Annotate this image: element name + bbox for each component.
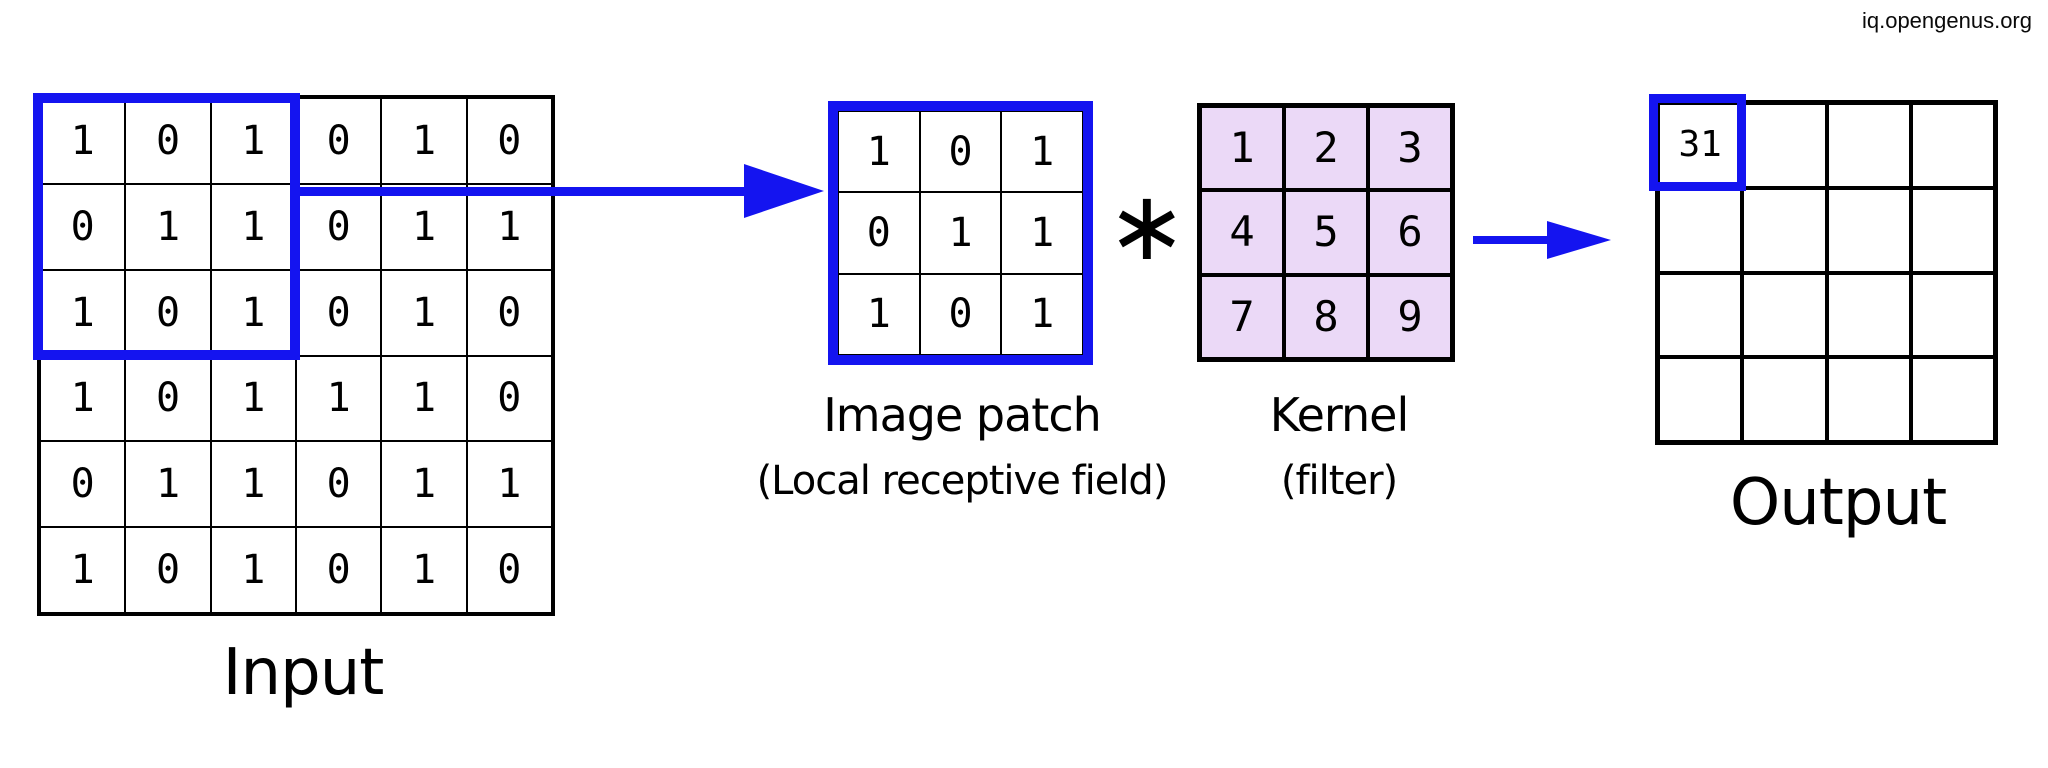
grid-cell xyxy=(1658,357,1743,442)
grid-cell: 0 xyxy=(296,269,382,356)
grid-cell: 1 xyxy=(210,98,296,184)
grid-cell xyxy=(1826,272,1911,358)
kernel-sublabel: (filter) xyxy=(1280,458,1398,504)
grid-cell: 7 xyxy=(1200,274,1284,359)
input-to-patch-arrow-head xyxy=(744,164,824,218)
input-to-patch-arrow-line xyxy=(296,187,744,196)
grid-cell: 0 xyxy=(125,269,211,356)
kernel-label: Kernel xyxy=(1269,388,1410,442)
kernel-to-output-arrow-head xyxy=(1547,221,1611,259)
grid-cell: 1 xyxy=(381,355,467,442)
grid-cell: 3 xyxy=(1368,106,1452,191)
grid-cell: 0 xyxy=(296,183,382,270)
grid-cell xyxy=(1658,187,1743,273)
watermark-text: iq.opengenus.org xyxy=(1861,8,2032,33)
grid-cell: 0 xyxy=(919,111,1002,193)
grid-cell: 0 xyxy=(919,273,1002,355)
grid-cell: 1 xyxy=(466,183,552,270)
grid-cell xyxy=(1742,272,1827,358)
grid-cell: 1 xyxy=(381,269,467,356)
grid-cell: 0 xyxy=(466,355,552,442)
grid-cell: 1 xyxy=(381,441,467,528)
grid-cell: 1 xyxy=(210,441,296,528)
grid-cell: 1 xyxy=(210,355,296,442)
grid-cell: 1 xyxy=(1001,111,1083,193)
grid-cell xyxy=(1826,187,1911,273)
grid-cell xyxy=(1826,357,1911,442)
grid-cell: 0 xyxy=(125,355,211,442)
output-matrix: 31 xyxy=(1655,100,1998,445)
grid-cell: 0 xyxy=(296,98,382,184)
grid-cell xyxy=(1826,103,1911,188)
grid-cell: 0 xyxy=(466,527,552,613)
grid-cell: 1 xyxy=(296,355,382,442)
grid-cell: 8 xyxy=(1284,274,1368,359)
output-label: Output xyxy=(1729,466,1947,540)
grid-cell xyxy=(1658,272,1743,358)
grid-cell xyxy=(1742,357,1827,442)
grid-cell: 1 xyxy=(1001,273,1083,355)
grid-cell: 2 xyxy=(1284,106,1368,191)
grid-cell: 1 xyxy=(838,273,920,355)
grid-cell: 5 xyxy=(1284,190,1368,275)
grid-cell xyxy=(1910,103,1995,188)
grid-cell: 0 xyxy=(296,527,382,613)
grid-cell: 0 xyxy=(838,192,920,274)
grid-cell: 1 xyxy=(40,98,126,184)
grid-cell xyxy=(1910,272,1995,358)
grid-cell: 0 xyxy=(40,441,126,528)
grid-cell: 0 xyxy=(466,269,552,356)
grid-cell xyxy=(1910,187,1995,273)
grid-cell: 0 xyxy=(466,98,552,184)
input-label: Input xyxy=(222,636,385,710)
grid-cell: 0 xyxy=(296,441,382,528)
grid-cell: 4 xyxy=(1200,190,1284,275)
grid-cell: 1 xyxy=(210,527,296,613)
grid-cell: 1 xyxy=(40,269,126,356)
grid-cell: 1 xyxy=(40,527,126,613)
grid-cell xyxy=(1742,103,1827,188)
grid-cell: 1 xyxy=(1001,192,1083,274)
grid-cell: 1 xyxy=(125,183,211,270)
grid-cell: 1 xyxy=(381,527,467,613)
grid-cell: 1 xyxy=(40,355,126,442)
grid-cell xyxy=(1742,187,1827,273)
grid-cell xyxy=(1910,357,1995,442)
grid-cell: 0 xyxy=(40,183,126,270)
grid-cell: 1 xyxy=(919,192,1002,274)
grid-cell: 6 xyxy=(1368,190,1452,275)
grid-cell: 1 xyxy=(838,111,920,193)
grid-cell: 31 xyxy=(1658,103,1743,188)
grid-cell: 1 xyxy=(1200,106,1284,191)
grid-cell: 1 xyxy=(381,183,467,270)
grid-cell: 1 xyxy=(125,441,211,528)
grid-cell: 1 xyxy=(210,269,296,356)
grid-cell: 9 xyxy=(1368,274,1452,359)
image-patch-label: Image patch xyxy=(823,388,1102,442)
grid-cell: 1 xyxy=(466,441,552,528)
image-patch-sublabel: (Local receptive field) xyxy=(756,458,1169,504)
grid-cell: 0 xyxy=(125,527,211,613)
grid-cell: 1 xyxy=(381,98,467,184)
convolution-operator-asterisk: ∗ xyxy=(1106,169,1188,282)
kernel-to-output-arrow-line xyxy=(1473,236,1549,244)
grid-cell: 0 xyxy=(125,98,211,184)
grid-cell: 1 xyxy=(210,183,296,270)
